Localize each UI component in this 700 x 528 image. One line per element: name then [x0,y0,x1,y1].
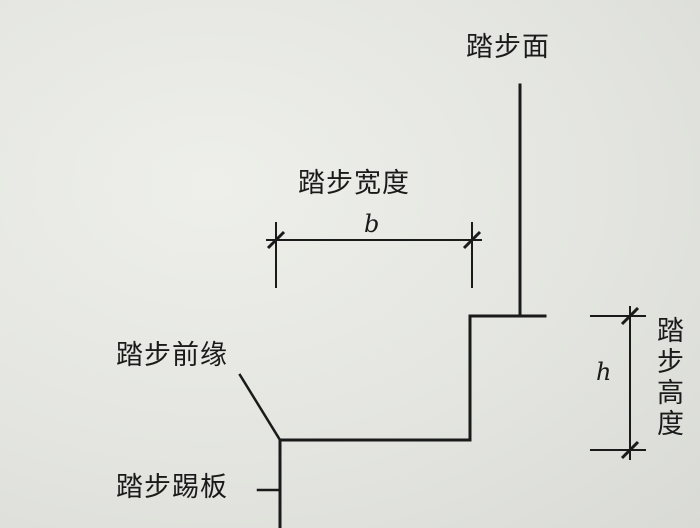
nosing-leader [238,373,282,442]
step-height-label: 踏步高度 [652,316,683,440]
tread-surface-label: 踏步面 [466,32,550,63]
width-tick-left [266,230,286,250]
nosing-label: 踏步前缘 [116,340,228,371]
width-tick-right [462,230,482,250]
tread-width-symbol: b [364,210,380,238]
stair-profile-line [278,314,547,528]
height-tick-top [620,306,640,326]
height-tick-bottom [620,440,640,460]
tread-width-label: 踏步宽度 [298,168,410,199]
step-height-symbol: h [596,358,612,386]
riser-label: 踏步踢板 [116,472,228,503]
